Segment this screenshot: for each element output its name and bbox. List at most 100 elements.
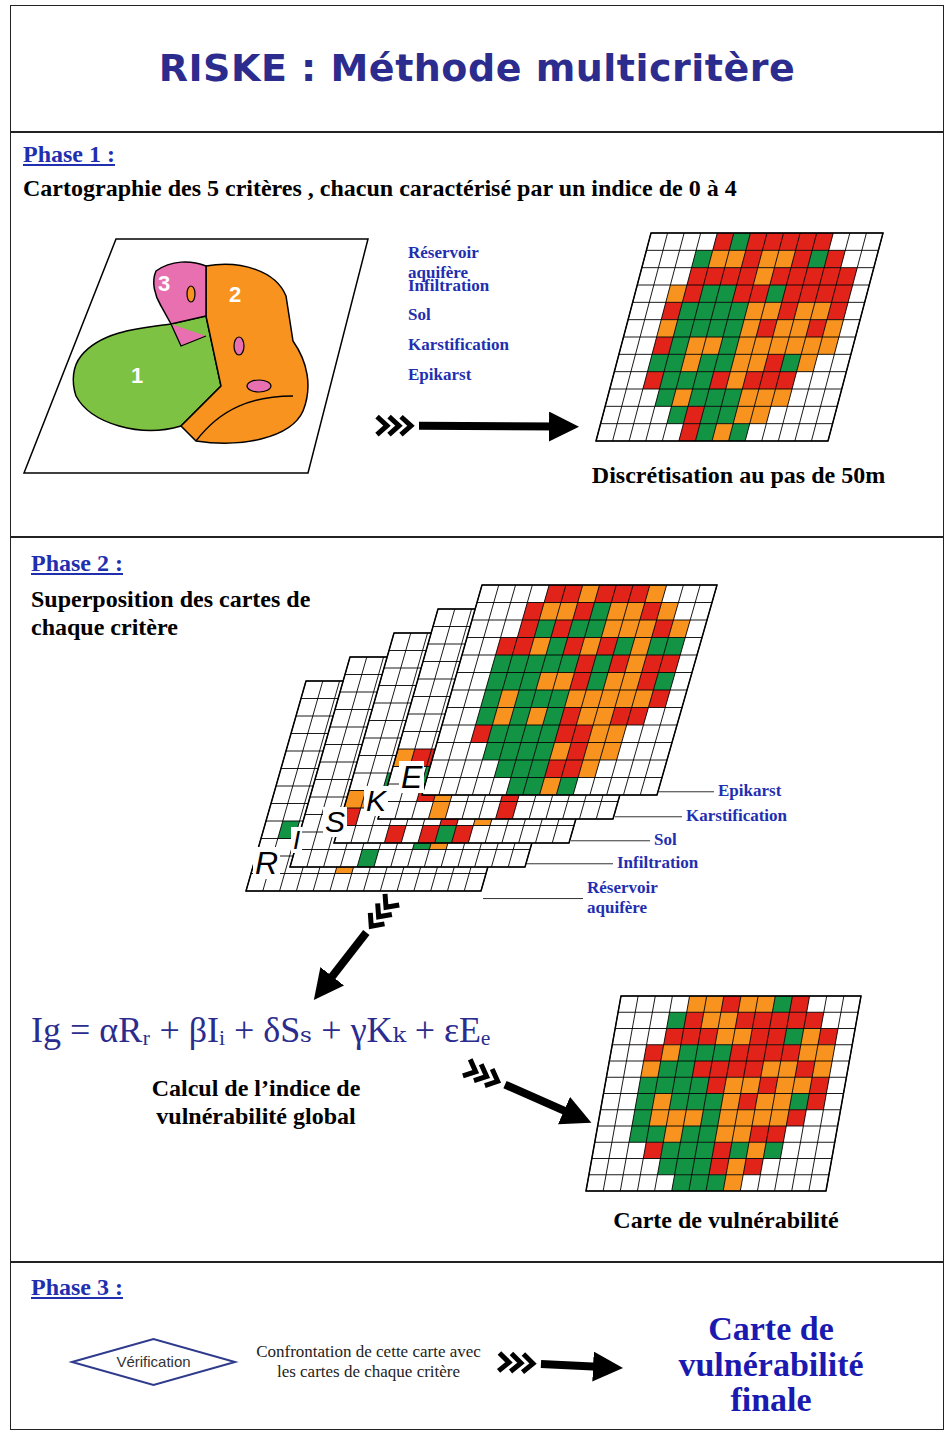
chevron bbox=[372, 903, 392, 922]
grid-cell bbox=[664, 1029, 684, 1045]
grid-cell bbox=[600, 743, 622, 761]
grid-cell bbox=[605, 725, 627, 743]
grid-cell bbox=[709, 1159, 729, 1175]
grid-cell bbox=[767, 1029, 787, 1045]
title: RISKE : Méthode multicritère bbox=[159, 47, 796, 91]
zone-boundary bbox=[196, 396, 293, 441]
grid-cell bbox=[772, 996, 792, 1012]
grid-cell bbox=[812, 1061, 832, 1077]
grid-cell bbox=[729, 424, 750, 441]
flow-arrow bbox=[499, 1353, 603, 1373]
grid-line bbox=[467, 637, 702, 638]
grid-line bbox=[383, 801, 618, 802]
grid-cell bbox=[658, 655, 680, 673]
grid-cell bbox=[646, 1126, 666, 1142]
zone-3 bbox=[154, 262, 206, 324]
illustration bbox=[571, 226, 910, 498]
criterion-layer bbox=[422, 585, 717, 795]
grid-cell bbox=[678, 1045, 698, 1061]
formula: Ig = αRᵣ + βIᵢ + δSₛ + γKₖ + εEₑ bbox=[31, 1010, 490, 1051]
grid-cell bbox=[738, 1094, 758, 1110]
grid-cell bbox=[809, 1077, 829, 1093]
grid-line bbox=[605, 406, 837, 407]
grid-line bbox=[646, 250, 878, 251]
phase-heading: Phase 2 : bbox=[31, 550, 123, 578]
connector bbox=[505, 1085, 573, 1115]
grid-caption: Carte de vulnérabilité bbox=[571, 1207, 881, 1235]
grid-cell bbox=[695, 1045, 715, 1061]
grid-line bbox=[339, 825, 574, 826]
leader-line bbox=[615, 816, 682, 817]
phase-description: Cartographie des 5 critères , chacun car… bbox=[23, 175, 938, 203]
grid-cell bbox=[746, 1142, 766, 1158]
grid-cell bbox=[723, 1175, 743, 1191]
layer-letter: K bbox=[364, 786, 388, 816]
grid-line bbox=[589, 1174, 829, 1175]
grid-cell bbox=[750, 406, 771, 423]
diamond-outline bbox=[72, 1339, 235, 1385]
grid-cell bbox=[657, 603, 679, 621]
grid-cell bbox=[726, 1061, 746, 1077]
grid-cell bbox=[755, 996, 775, 1012]
phase-heading: Phase 3 : bbox=[31, 1274, 123, 1302]
grid-cell bbox=[775, 1077, 795, 1093]
illustration bbox=[571, 986, 885, 1244]
grid-cell bbox=[718, 1110, 738, 1126]
grid-line bbox=[614, 371, 846, 372]
zone-number: 1 bbox=[131, 363, 143, 388]
grid-cell bbox=[703, 1094, 723, 1110]
grid-cell bbox=[698, 1029, 718, 1045]
grid-cell bbox=[729, 1045, 749, 1061]
grid-cell bbox=[687, 996, 707, 1012]
grid-line bbox=[452, 690, 687, 691]
grid-cell bbox=[763, 1142, 783, 1158]
grid-cell bbox=[735, 1110, 755, 1126]
layer-letter: S bbox=[323, 807, 347, 837]
phase-heading: Phase 1 : bbox=[23, 141, 115, 169]
grid-cell bbox=[738, 996, 758, 1012]
grid-cell bbox=[784, 1029, 804, 1045]
connector bbox=[326, 933, 366, 985]
grid-cell bbox=[452, 826, 474, 844]
chevron bbox=[485, 1069, 501, 1090]
grid-cell bbox=[686, 1094, 706, 1110]
grid-cell bbox=[556, 778, 578, 796]
phase-band: Phase 1 : Cartographie des 5 critères , c… bbox=[10, 132, 944, 537]
grid-cell bbox=[769, 1012, 789, 1028]
grid-line bbox=[592, 1158, 832, 1159]
formula-block: Ig = αRᵣ + βIᵢ + δSₛ + γKₖ + εEₑCalcul d… bbox=[26, 1006, 586, 1136]
grid-cell bbox=[668, 620, 690, 638]
grid-line bbox=[628, 319, 860, 320]
grid-border bbox=[422, 585, 717, 795]
decision-diamond: Vérification bbox=[71, 1338, 236, 1386]
grid-cell bbox=[792, 1077, 812, 1093]
grid-line bbox=[606, 1077, 846, 1078]
grid-line bbox=[447, 707, 682, 708]
grid-cell bbox=[644, 1045, 664, 1061]
grid-cell bbox=[778, 1061, 798, 1077]
grid-cell bbox=[812, 233, 833, 250]
grid-cell bbox=[649, 1110, 669, 1126]
grid-cell bbox=[804, 1012, 824, 1028]
grid-cell bbox=[786, 1110, 806, 1126]
flow-arrow bbox=[377, 417, 559, 435]
grid-cell bbox=[797, 354, 818, 371]
chevron bbox=[474, 1064, 490, 1085]
illustration bbox=[21, 236, 371, 476]
grid-cell bbox=[669, 1094, 689, 1110]
grid-cell bbox=[652, 1094, 672, 1110]
grid-cell bbox=[836, 268, 857, 285]
flow-arrow bbox=[326, 894, 399, 984]
grid-line bbox=[472, 620, 707, 621]
grid-cell bbox=[632, 1110, 652, 1126]
grid-line bbox=[610, 389, 842, 390]
grid-line bbox=[595, 1142, 835, 1143]
grid-cell bbox=[578, 760, 600, 778]
grid-cell bbox=[704, 996, 724, 1012]
grid-line bbox=[457, 672, 692, 673]
grid-line bbox=[601, 423, 833, 424]
criterion-label: Infiltration bbox=[617, 853, 698, 873]
grid-line bbox=[637, 285, 869, 286]
leader-line bbox=[527, 863, 613, 864]
grid-cell bbox=[695, 1142, 715, 1158]
